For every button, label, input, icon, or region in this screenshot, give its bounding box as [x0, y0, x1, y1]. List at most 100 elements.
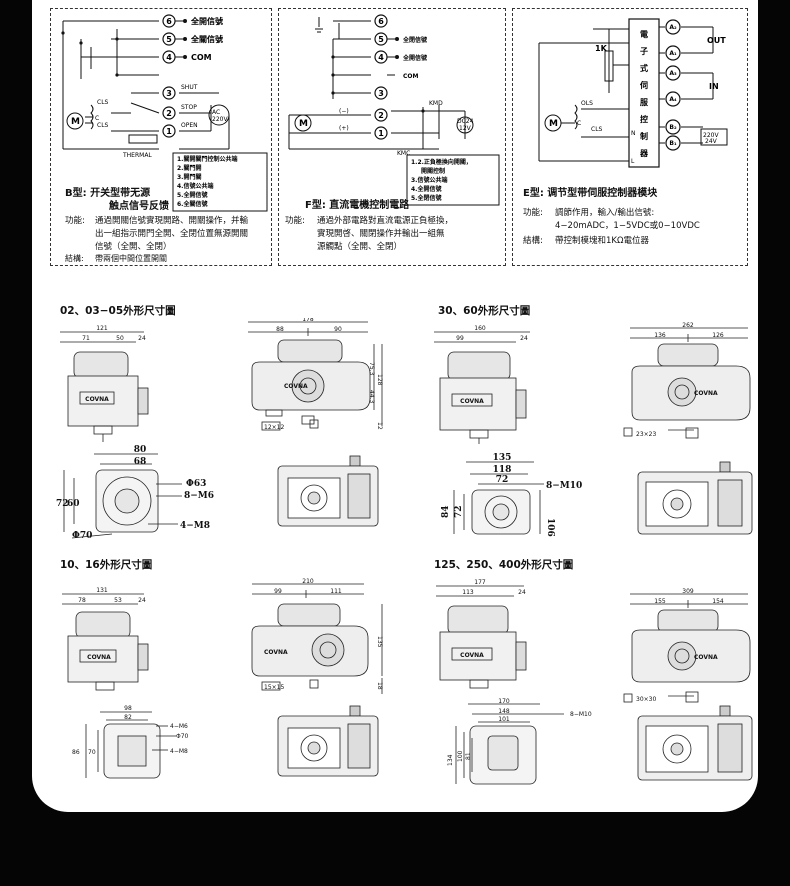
f-terminal-2: 2 [378, 111, 384, 120]
b-legend-5: 5.全開信號 [177, 191, 207, 199]
s1-side-brand: COVNA [284, 383, 308, 390]
b-terminal-5: 5 [166, 35, 172, 44]
b-func-2: 出一組指示開門全開、全閉位置無源開關 [95, 229, 249, 239]
b-stop: STOP [181, 104, 197, 111]
s3-side-brand: COVNA [264, 649, 288, 656]
s1-side-44: 44.3 [368, 390, 375, 404]
b-terminal-6: 6 [166, 17, 172, 26]
b-thermal: THERMAL [122, 152, 152, 159]
f-func-label: 功能: [285, 216, 305, 226]
b-func-label: 功能: [65, 216, 85, 226]
s3-flange-86: 86 [72, 749, 80, 756]
e-module-char-3: 式 [640, 63, 648, 73]
b-cls-top: CLS [97, 99, 109, 106]
e-ols: OLS [581, 100, 593, 107]
s2-square: 23×23 [636, 431, 656, 438]
spec-sheet: 6 5 4 3 2 1 全開信號 全關信號 COM SHUT [32, 0, 758, 812]
e-cls: CLS [591, 126, 603, 133]
s2-flange-8m10: 8−M10 [546, 481, 582, 491]
s1-front-71: 71 [82, 335, 90, 342]
s2-side-brand: COVNA [694, 390, 718, 397]
s1-top-90: 90 [334, 326, 342, 333]
f-terminal-5: 5 [378, 35, 384, 44]
e-func-2: 4−20mADC，1−5VDC或0−10VDC [555, 221, 700, 231]
b-terminal-2: 2 [166, 109, 172, 118]
drawing-30-60: 160 99 24 COVNA 262 136 126 COVNA 23×23 [434, 322, 753, 537]
s3-flange-4m6: 4−M6 [170, 723, 188, 730]
s2-front-brand: COVNA [460, 398, 484, 405]
e-module-char-4: 伺 [639, 80, 648, 90]
s1-side-128: 128 [376, 374, 383, 386]
b-type-circuit: 6 5 4 3 2 1 全開信號 全關信號 COM SHUT [61, 14, 268, 212]
f-dc: DC24 [457, 118, 474, 125]
s4-flange-101: 101 [498, 716, 510, 723]
b-func-1: 通過開關信號實現開路、開關操作，并輸 [95, 216, 249, 226]
s1-front-121: 121 [96, 325, 108, 332]
s3-flange-phi70: Φ70 [176, 733, 189, 740]
e-title: E型: 调节型带伺服控制器模块 [523, 188, 658, 199]
s3-front-24: 24 [138, 597, 146, 604]
s2-top-136: 136 [654, 332, 666, 339]
s3-flange-70: 70 [88, 749, 96, 756]
s4-flange-134: 134 [447, 754, 454, 766]
e-terminal-b2: B₂ [669, 124, 677, 131]
e-in: IN [709, 82, 719, 91]
s2-flange-72: 72 [496, 475, 509, 485]
f-legend-2: 開關控制 [421, 167, 445, 175]
f-func-2: 實現開啓、關閉操作并輸出一組無 [317, 229, 445, 239]
s4-front-brand: COVNA [460, 652, 484, 659]
s2-flange-84: 84 [441, 505, 451, 518]
e-cap: C [577, 120, 581, 127]
b-terminal-4: 4 [166, 53, 172, 62]
s1-front-24: 24 [138, 335, 146, 342]
e-type-panel: 電 子 式 伺 服 控 制 器 [512, 8, 748, 266]
s4-flange-8m10: 8−M10 [570, 711, 592, 718]
e-type-circuit: 電 子 式 伺 服 控 制 器 [538, 18, 728, 168]
s4-top-154: 154 [712, 598, 724, 605]
s1-front-brand: COVNA [85, 396, 109, 403]
b-ac-v: 220V [212, 116, 228, 123]
s1-front-50: 50 [116, 335, 124, 342]
s3-flange-4m8: 4−M8 [170, 748, 188, 755]
dim-title-10-16: 10、16外形尺寸圖 [60, 559, 153, 571]
f-func-1: 通過外部電路對直流電源正負極換， [317, 216, 454, 226]
f-func-3: 源觸點（全開、全閉） [317, 242, 403, 252]
s3-flange-98: 98 [124, 705, 132, 712]
s1-flange-80: 80 [134, 445, 147, 455]
e-terminal-a3: A₃ [669, 70, 677, 77]
e-struct-label: 結構: [523, 236, 543, 246]
f-legend-1: 1.2.正負極換向開關， [411, 158, 472, 166]
b-terminal-3: 3 [166, 89, 172, 98]
s2-front-24: 24 [520, 335, 528, 342]
e-n: N [631, 130, 636, 137]
b-legend-1: 1.關開關門控制公共端 [177, 155, 237, 163]
b-legend-2: 2.關門開 [177, 164, 201, 172]
f-title: F型: 直流電機控制電路 [305, 200, 410, 211]
s1-side-75: 75.3 [368, 362, 375, 376]
f-label-full-open: 全開信號 [402, 54, 427, 62]
s2-front-160: 160 [474, 325, 486, 332]
s4-front-113: 113 [462, 589, 474, 596]
b-label-full-close: 全關信號 [190, 34, 223, 44]
b-cls-bottom: CLS [97, 122, 109, 129]
s1-flange-4m8: 4−M8 [180, 521, 210, 531]
wiring-diagrams: 6 5 4 3 2 1 全開信號 全關信號 COM SHUT [50, 8, 750, 266]
f-label-full-close: 全閉信號 [402, 36, 427, 44]
f-kmc: KMC [397, 150, 410, 157]
b-terminal-1: 1 [166, 127, 172, 136]
s4-flange-148: 148 [498, 708, 510, 715]
b-shut: SHUT [181, 84, 198, 91]
s3-side-135: 135 [376, 636, 383, 648]
s4-top-155: 155 [654, 598, 666, 605]
drawing-125-400: 177 113 24 COVNA 309 155 154 COVNA 30×30 [436, 579, 753, 785]
s3-front-53: 53 [114, 597, 122, 604]
b-ac: AC [212, 109, 220, 116]
s1-top-178: 178 [302, 318, 314, 323]
b-legend-6: 6.全關信號 [177, 200, 207, 208]
e-struct-text: 帶控制模塊和1KΩ電位器 [555, 236, 649, 246]
drawing-02-05: 121 71 50 24 COVNA 178 88 90 COVNA 12 [56, 318, 383, 541]
s4-flange-81: 81 [465, 752, 472, 760]
b-legend-3: 3.開門關 [177, 173, 201, 181]
b-label-com: COM [191, 53, 212, 62]
f-legend-3: 3.信號公共端 [411, 176, 447, 184]
